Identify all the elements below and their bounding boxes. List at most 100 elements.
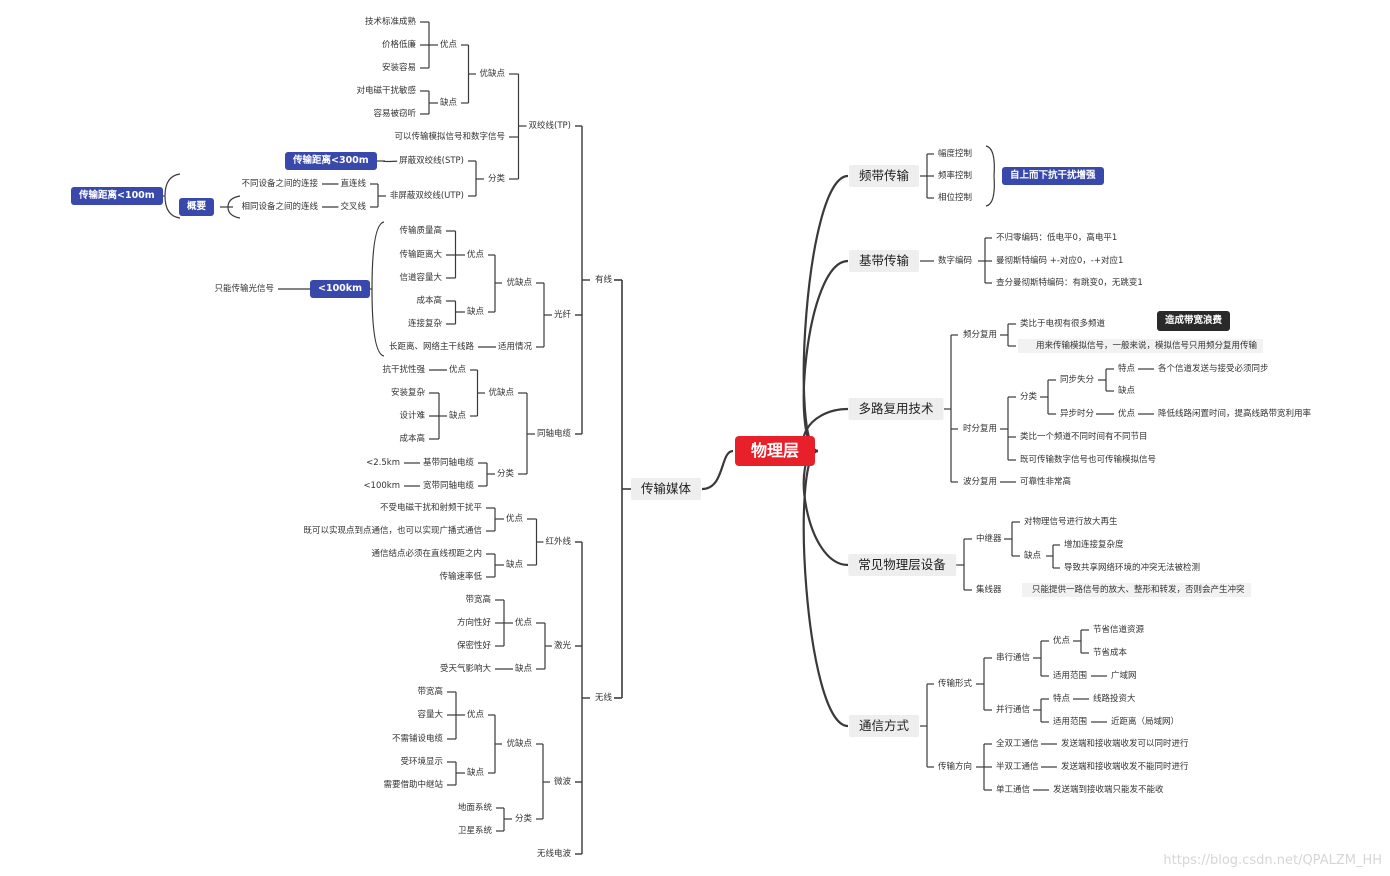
freq-amp: 幅度控制 [936, 148, 975, 160]
branch-transmission-media[interactable]: 传输媒体 [630, 478, 702, 500]
laser-pros-2: 方向性好 [454, 617, 493, 629]
tp-class: 分类 [485, 173, 507, 185]
dev-cons-2: 导致共享网络环境的冲突无法被检测 [1062, 562, 1203, 574]
tp-cons-2: 容易被窃听 [371, 108, 418, 120]
laser-node: 激光 [551, 640, 573, 652]
tp-overview: 概要 [179, 198, 215, 216]
comm-serial-wan: 广域网 [1109, 670, 1139, 682]
comm-full-duplex: 全双工通信 [994, 738, 1041, 750]
tp-analog-digital: 可以传输模拟信号和数字信号 [392, 131, 507, 143]
media-wired: 有线 [592, 274, 614, 286]
fiber-scene: 适用情况 [495, 341, 534, 353]
branch-multiplexing[interactable]: 多路复用技术 [848, 398, 944, 420]
root-node[interactable]: 物理层 [734, 436, 816, 466]
dev-repeater-cons: 缺点 [1022, 550, 1044, 562]
branch-physical-devices[interactable]: 常见物理层设备 [848, 554, 956, 576]
base-digital-encoding: 数字编码 [936, 255, 975, 267]
radio-node: 无线电波 [534, 848, 573, 860]
ir-node: 红外线 [543, 536, 573, 548]
coax-class: 分类 [494, 468, 516, 480]
laser-pros-1: 带宽高 [463, 594, 493, 606]
ir-cons: 缺点 [503, 559, 525, 571]
comm-parallel-feat: 特点 [1051, 693, 1073, 705]
ir-pros-2: 既可以实现点到点通信，也可以实现广播式通信 [301, 525, 484, 537]
base-nrz: 不归零编码：低电平0，高电平1 [994, 232, 1120, 244]
utp-brace [164, 173, 181, 219]
coax-cons: 缺点 [446, 410, 468, 422]
mux-waste-note: 造成带宽浪费 [1157, 311, 1231, 331]
comm-parallel-scope: 适用范围 [1051, 716, 1090, 728]
tp-utp-note: 传输距离<100m [71, 187, 163, 205]
coax-proscons: 优缺点 [486, 387, 516, 399]
tp-stp-note: 传输距离<300m [285, 152, 377, 170]
laser-pros: 优点 [512, 617, 534, 629]
micro-cons-1: 受环境显示 [398, 756, 445, 768]
coax-base-dist: <2.5km [364, 457, 402, 469]
fiber-note-2: 只能传输光信号 [212, 283, 276, 295]
base-manchester: 曼彻斯特编码 +-对应0，-+对应1 [994, 255, 1126, 267]
freq-note: 自上而下抗干扰增强 [1002, 167, 1104, 185]
micro-ground: 地面系统 [455, 802, 494, 814]
comm-full-duplex-1: 发送端和接收端收发可以同时进行 [1059, 738, 1191, 750]
comm-half-duplex-1: 发送端和接收端收发不能同时进行 [1059, 761, 1191, 773]
comm-parallel: 并行通信 [994, 704, 1033, 716]
freq-phase: 相位控制 [936, 192, 975, 204]
dev-cons-1: 增加连接复杂度 [1062, 539, 1126, 551]
base-diff-manchester: 查分曼彻斯特编码：有跳变0，无跳变1 [994, 277, 1145, 289]
dev-repeater-1: 对物理信号进行放大再生 [1022, 516, 1120, 528]
root-link [802, 449, 849, 728]
tp-cross: 交叉线 [338, 201, 368, 213]
watermark: https://blog.csdn.net/QPALZM_HH [1163, 853, 1382, 868]
laser-pros-3: 保密性好 [454, 640, 493, 652]
mux-tdm-2: 既可传输数字信号也可传输模拟信号 [1018, 454, 1159, 466]
fiber-pros-3: 信道容量大 [397, 272, 444, 284]
mux-fdm: 频分复用 [961, 329, 1000, 341]
micro-pros: 优点 [464, 709, 486, 721]
branch-communication-modes[interactable]: 通信方式 [848, 715, 920, 737]
fiber-brace [371, 221, 385, 357]
coax-pros-1: 抗干扰性强 [380, 364, 427, 376]
micro-proscons: 优缺点 [504, 738, 534, 750]
mux-async-pros-1: 降低线路闲置时间，提高线路带宽利用率 [1156, 408, 1314, 420]
branch-freq-transmission[interactable]: 频带传输 [848, 165, 920, 187]
ir-pros-1: 不受电磁干扰和射频干扰平 [377, 502, 484, 514]
freq-brace [985, 145, 995, 207]
micro-pros-1: 带宽高 [415, 686, 445, 698]
comm-direction: 传输方向 [936, 761, 975, 773]
tp-straight-1: 不同设备之间的连接 [239, 178, 320, 190]
fiber-pros-2: 传输距离大 [397, 249, 444, 261]
tp-cons: 缺点 [437, 97, 459, 109]
freq-frq: 频率控制 [936, 170, 975, 182]
coax-wide: 宽带同轴电缆 [420, 480, 476, 492]
coax-wide-dist: <100km [361, 480, 402, 492]
micro-pros-3: 不需铺设电缆 [389, 733, 445, 745]
micro-cons: 缺点 [464, 767, 486, 779]
mux-sync: 同步失分 [1058, 374, 1097, 386]
comm-half-duplex: 半双工通信 [994, 761, 1041, 773]
tp-pros-1: 技术标准成熟 [362, 16, 418, 28]
fiber-cons-1: 成本高 [414, 295, 444, 307]
tp-cross-1: 相同设备之间的连线 [239, 201, 320, 213]
mux-fdm-1: 类比于电视有很多频道 [1018, 318, 1108, 330]
coax-pros: 优点 [446, 364, 468, 376]
tp-stp: 屏蔽双绞线(STP) [397, 155, 466, 167]
branch-baseband-transmission[interactable]: 基带传输 [848, 250, 920, 272]
mux-sync-cons: 缺点 [1116, 385, 1138, 397]
micro-class: 分类 [512, 813, 534, 825]
fiber-note: <100km [310, 280, 371, 298]
laser-cons-1: 受天气影响大 [437, 663, 493, 675]
dev-repeater: 中继器 [974, 533, 1004, 545]
mux-async: 异步时分 [1058, 408, 1097, 420]
coax-cons-1: 安装复杂 [388, 387, 427, 399]
comm-serial-scope: 适用范围 [1051, 670, 1090, 682]
media-wireless: 无线 [592, 692, 614, 704]
micro-pros-2: 容量大 [415, 709, 445, 721]
tp-node: 双绞线(TP) [526, 120, 573, 132]
micro-satellite: 卫星系统 [455, 825, 494, 837]
tp-cons-1: 对电磁干扰敏感 [354, 85, 418, 97]
tp-straight: 直连线 [338, 178, 368, 190]
mux-wdm: 波分复用 [961, 476, 1000, 488]
comm-simplex-1: 发送端到接收端只能发不能收 [1051, 784, 1166, 796]
